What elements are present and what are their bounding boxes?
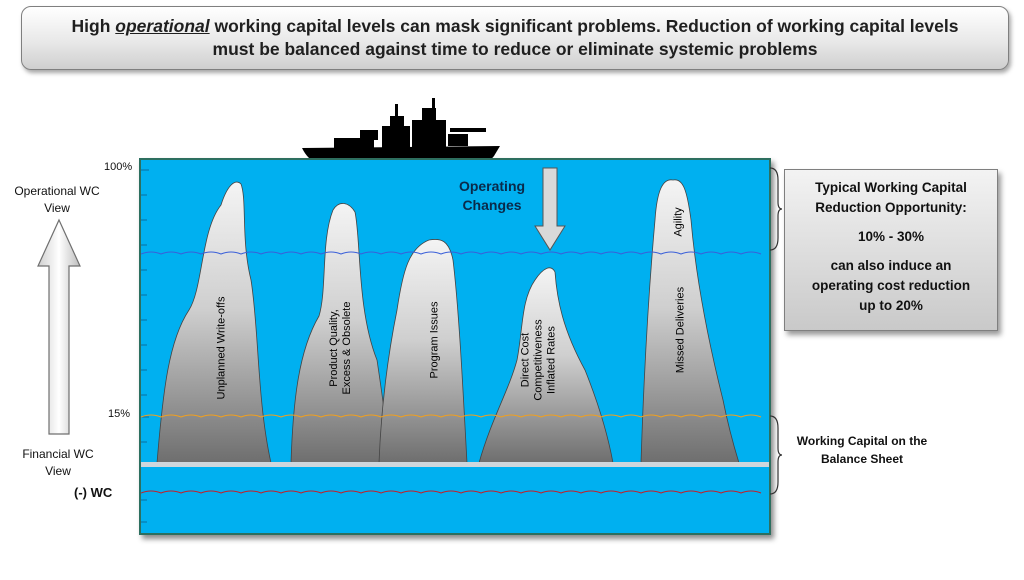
up-arrow-icon [37, 218, 81, 435]
waterline-orange [141, 414, 762, 418]
ocean-diagram: Unplanned Write-offs Product Quality,Exc… [139, 158, 771, 535]
operating-changes-arrow-icon [534, 167, 566, 251]
iceberg-direct-cost [478, 267, 614, 464]
financial-wc-view-label: Financial WC View [22, 447, 94, 478]
bottom-brace-icon [769, 415, 782, 495]
top-brace-icon [769, 167, 782, 251]
iceberg-label-missed-deliveries: Missed Deliveries [674, 286, 687, 374]
opportunity-note-1: can also induce an [830, 258, 952, 273]
opportunity-note-3: up to 20% [859, 298, 923, 313]
iceberg-label-program-issues: Program Issues [428, 301, 441, 379]
iceberg-scene [141, 167, 769, 523]
iceberg-label-unplanned: Unplanned Write-offs [215, 296, 228, 400]
balance-sheet-baseline [141, 462, 769, 467]
iceberg-label-product-quality: Product Quality,Excess & Obsolete [328, 301, 353, 395]
iceberg-program-issues [378, 239, 468, 464]
headline-banner: High operational working capital levels … [21, 6, 1009, 70]
negative-wc-label: (-) WC [74, 485, 113, 500]
balance-sheet-label: Working Capital on the Balance Sheet [796, 434, 928, 466]
opportunity-range: 10% - 30% [857, 229, 925, 244]
opportunity-title-1: Typical Working Capital [815, 180, 967, 195]
operational-wc-view-label: Operational WC View [14, 184, 100, 215]
headline-emphasis: operational [115, 16, 210, 36]
pct-100-label: 100% [104, 161, 133, 173]
waterline-red [141, 490, 762, 494]
iceberg-missed-deliveries [640, 179, 740, 464]
operating-changes-label: Operating Changes [458, 178, 526, 213]
iceberg-product-quality [290, 203, 392, 464]
iceberg-unplanned-writeoffs [156, 181, 272, 464]
ship-icon [302, 98, 500, 162]
waterline-blue [141, 251, 762, 255]
depth-ruler [141, 169, 149, 523]
opportunity-title-2: Reduction Opportunity: [815, 200, 967, 215]
iceberg-label-agility: Agility [672, 207, 685, 237]
headline-line-1: High operational working capital levels … [71, 16, 959, 36]
pct-15-label: 15% [108, 408, 131, 420]
opportunity-note-2: operating cost reduction [811, 278, 971, 293]
headline-line-2: must be balanced against time to reduce … [212, 39, 818, 59]
reduction-opportunity-box: Typical Working Capital Reduction Opport… [784, 169, 998, 331]
